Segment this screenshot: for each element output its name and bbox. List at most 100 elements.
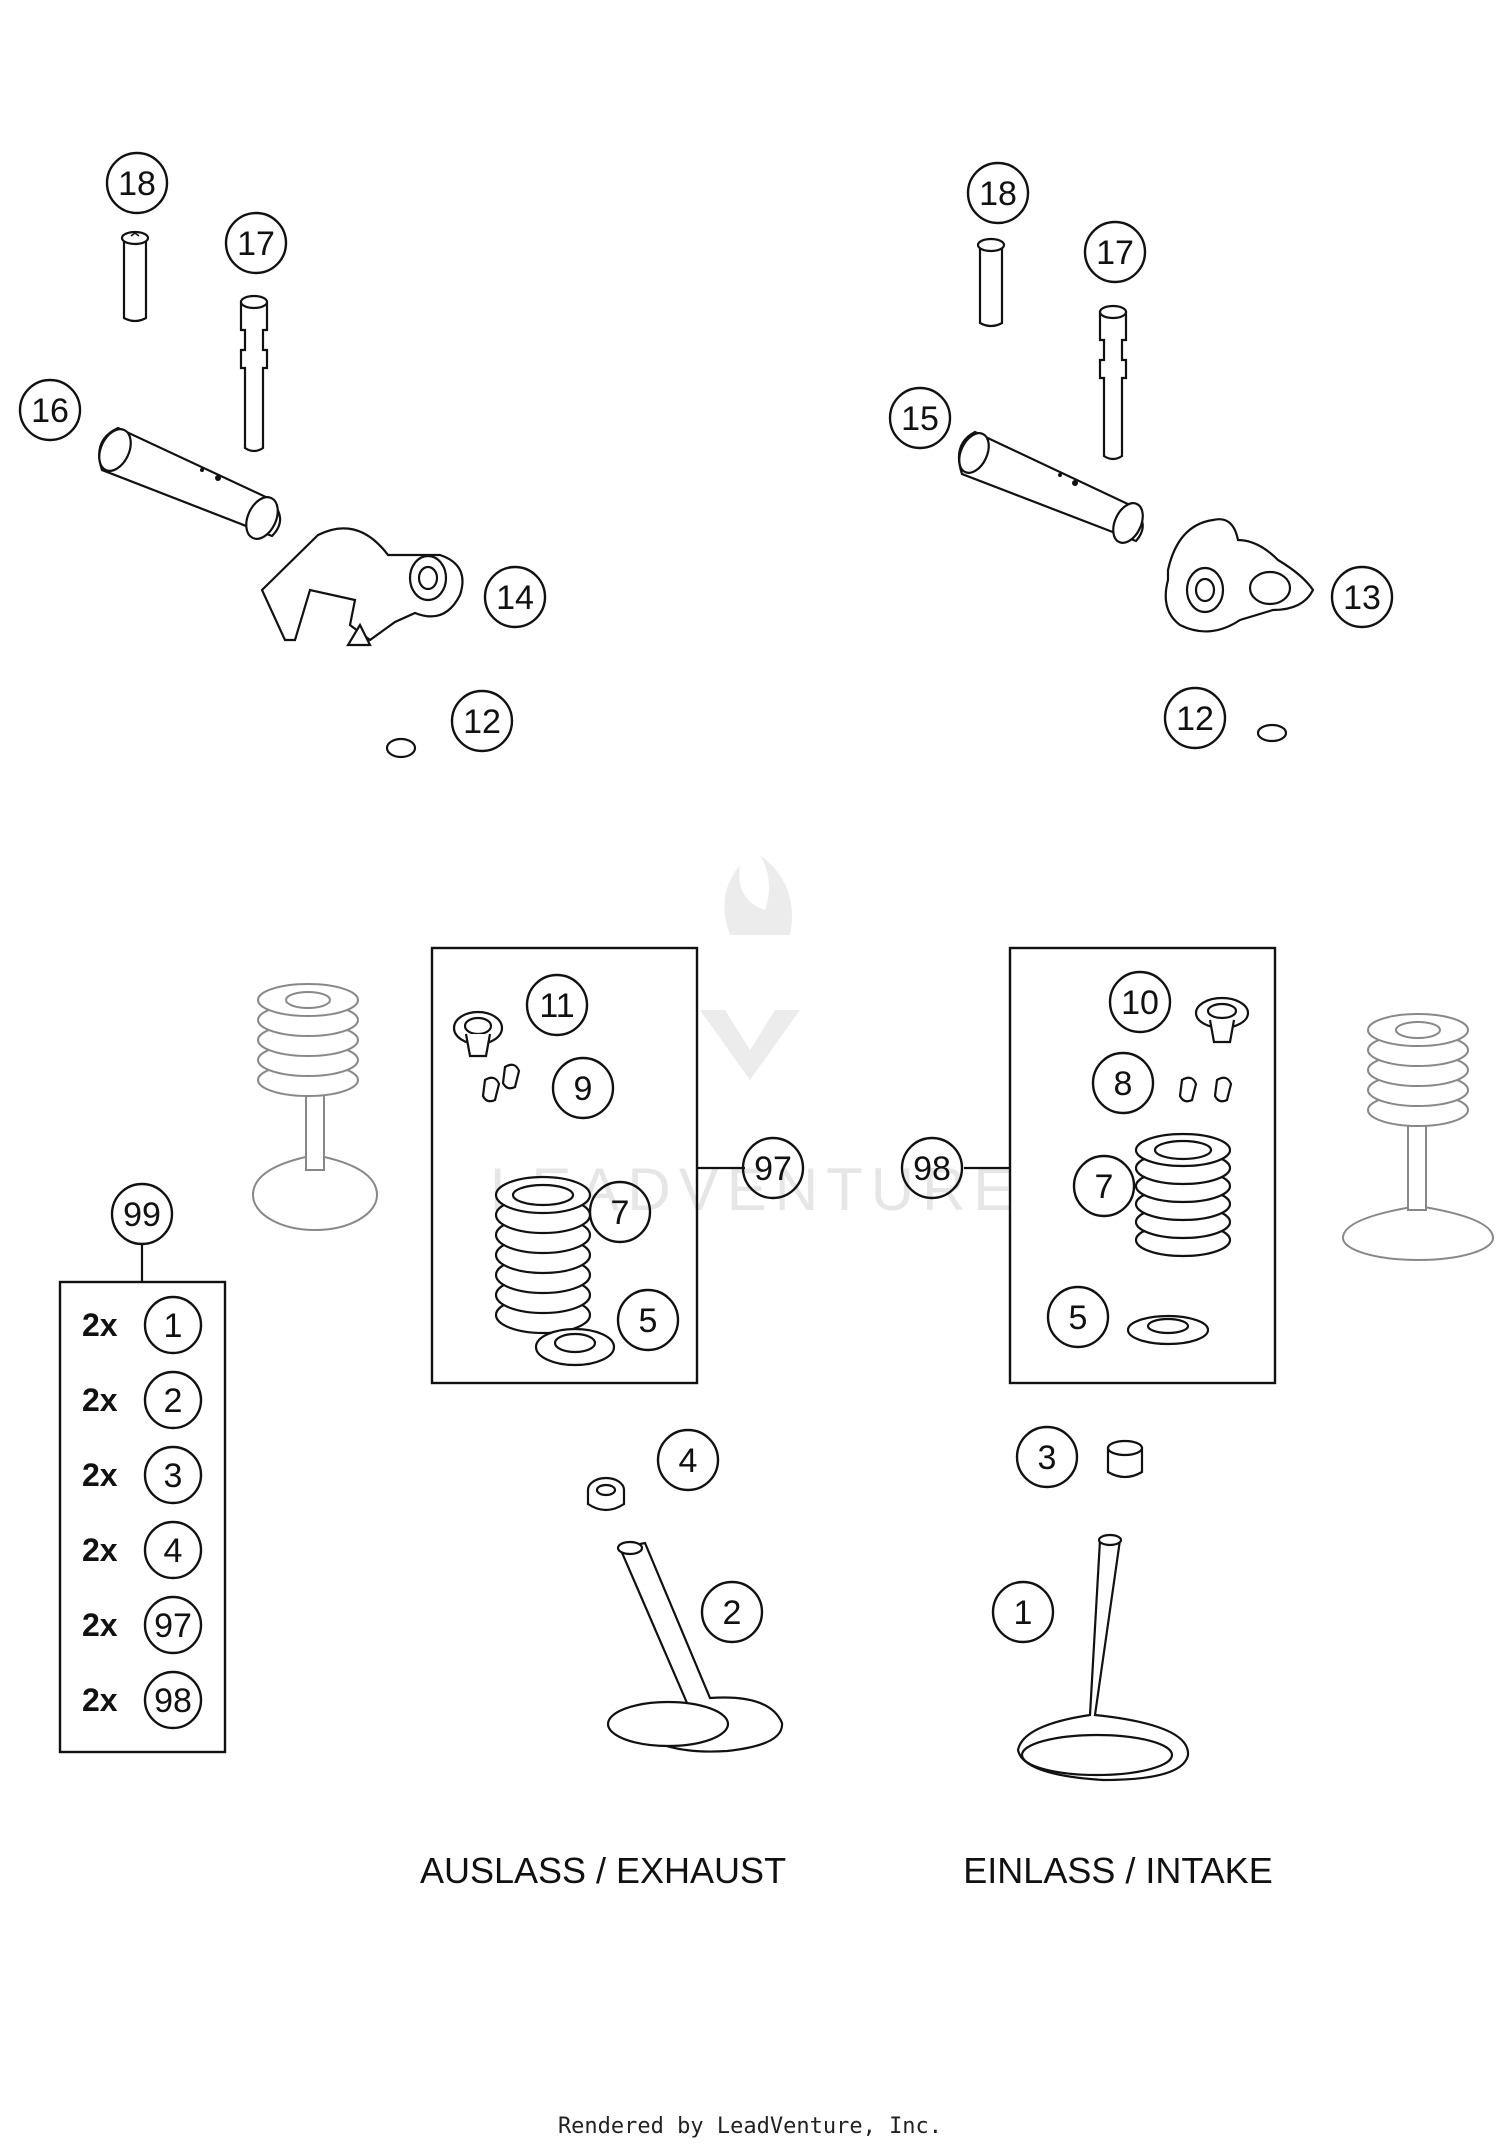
kit-qty: 2x xyxy=(82,1382,118,1418)
callout-12-right: 12 xyxy=(1163,686,1227,750)
svg-text:17: 17 xyxy=(1096,234,1134,272)
kit-qty: 2x xyxy=(82,1532,118,1568)
callout-7-intake: 7 xyxy=(1072,1154,1136,1218)
kit-list-row: 2x 97 xyxy=(82,1595,203,1655)
bolt-18-left xyxy=(120,230,150,323)
kit-list-row: 2x 98 xyxy=(82,1670,203,1730)
shim-12-right xyxy=(1256,723,1288,743)
svg-text:7: 7 xyxy=(611,1194,630,1232)
svg-text:13: 13 xyxy=(1343,579,1381,617)
kit-list-row: 2x 1 xyxy=(82,1295,203,1355)
svg-text:18: 18 xyxy=(118,165,156,203)
svg-text:98: 98 xyxy=(913,1150,951,1188)
stem-seal-3 xyxy=(1106,1439,1144,1479)
callout-18-left: 18 xyxy=(105,151,169,215)
kit-part: 1 xyxy=(164,1307,183,1345)
callouts: 18 17 16 14 12 18 17 15 13 12 11 9 7 5 9… xyxy=(18,151,1394,1644)
assembled-valve-exhaust-reference xyxy=(252,983,378,1231)
svg-text:5: 5 xyxy=(1069,1299,1088,1337)
kit-box-98 xyxy=(1008,946,1277,1385)
intake-valve-1 xyxy=(1016,1533,1190,1782)
svg-text:3: 3 xyxy=(1038,1439,1057,1477)
callout-11: 11 xyxy=(525,973,589,1037)
callout-98: 98 xyxy=(900,1136,964,1200)
rocker-arm-13 xyxy=(1164,518,1315,633)
svg-text:5: 5 xyxy=(639,1302,658,1340)
callout-13: 13 xyxy=(1330,565,1394,629)
callout-9: 9 xyxy=(551,1056,615,1120)
kit-part: 3 xyxy=(164,1457,183,1495)
callout-4: 4 xyxy=(656,1428,720,1492)
rocker-shaft-16 xyxy=(98,426,282,540)
callout-1: 1 xyxy=(991,1580,1055,1644)
stem-seal-4 xyxy=(586,1476,626,1512)
callout-14: 14 xyxy=(483,565,547,629)
svg-text:2: 2 xyxy=(723,1594,742,1632)
callout-3: 3 xyxy=(1015,1425,1079,1489)
kit-qty: 2x xyxy=(82,1457,118,1493)
kit-part: 97 xyxy=(154,1607,192,1645)
svg-text:12: 12 xyxy=(463,703,501,741)
svg-text:12: 12 xyxy=(1176,700,1214,738)
spring-seat-5-exhaust xyxy=(534,1327,616,1367)
valve-spring-7-intake xyxy=(1134,1132,1232,1258)
retainer-11 xyxy=(452,1010,504,1058)
callout-10: 10 xyxy=(1108,970,1172,1034)
callout-17-left: 17 xyxy=(224,211,288,275)
kit-qty: 2x xyxy=(82,1607,118,1643)
bolt-18-right xyxy=(976,237,1006,328)
kit-part: 2 xyxy=(164,1382,183,1420)
svg-text:10: 10 xyxy=(1121,984,1159,1022)
callout-2: 2 xyxy=(700,1580,764,1644)
callout-8: 8 xyxy=(1091,1051,1155,1115)
callout-5-intake: 5 xyxy=(1046,1285,1110,1349)
svg-text:1: 1 xyxy=(1014,1594,1033,1632)
bolt-17-right xyxy=(1098,304,1128,461)
svg-text:18: 18 xyxy=(979,175,1017,213)
kit-list: 2x 1 2x 2 2x 3 2x 4 2x 97 2x 98 xyxy=(82,1295,203,1730)
exhaust-label: AUSLASS / EXHAUST xyxy=(420,1850,786,1891)
kit-list-row: 2x 3 xyxy=(82,1445,203,1505)
callout-15: 15 xyxy=(888,386,952,450)
callout-18-right: 18 xyxy=(966,161,1030,225)
kit-list-row: 2x 2 xyxy=(82,1370,203,1430)
svg-text:17: 17 xyxy=(237,225,275,263)
exhaust-valve-2 xyxy=(606,1540,784,1753)
shim-12-left xyxy=(385,737,417,759)
kit-part: 98 xyxy=(154,1682,192,1720)
valve-spring-7-exhaust xyxy=(494,1175,592,1335)
callout-97: 97 xyxy=(741,1136,805,1200)
assembled-valve-intake-reference xyxy=(1342,1013,1494,1261)
intake-label: EINLASS / INTAKE xyxy=(963,1850,1272,1891)
spring-seat-5-intake xyxy=(1126,1314,1210,1346)
retainer-10 xyxy=(1194,996,1250,1044)
callout-5-exhaust: 5 xyxy=(616,1288,680,1352)
svg-text:14: 14 xyxy=(496,579,534,617)
kit-qty: 2x xyxy=(82,1307,118,1343)
kit-part: 4 xyxy=(164,1532,183,1570)
svg-text:8: 8 xyxy=(1114,1065,1133,1103)
valve-keepers-8 xyxy=(1178,1076,1233,1103)
callout-16: 16 xyxy=(18,378,82,442)
rocker-shaft-15 xyxy=(957,430,1144,544)
rocker-arm-14 xyxy=(260,527,464,647)
footer-credit: Rendered by LeadVenture, Inc. xyxy=(558,2114,942,2139)
valve-keepers-9 xyxy=(481,1063,521,1103)
svg-text:15: 15 xyxy=(901,400,939,438)
kit-list-row: 2x 4 xyxy=(82,1520,203,1580)
callout-99: 99 xyxy=(110,1182,174,1246)
svg-text:99: 99 xyxy=(123,1196,161,1234)
callout-12-left: 12 xyxy=(450,689,514,753)
kit-box-97 xyxy=(430,946,699,1385)
svg-text:97: 97 xyxy=(754,1150,792,1188)
svg-text:9: 9 xyxy=(574,1070,593,1108)
svg-text:4: 4 xyxy=(679,1442,698,1480)
svg-text:7: 7 xyxy=(1095,1168,1114,1206)
svg-text:11: 11 xyxy=(539,987,574,1025)
callout-17-right: 17 xyxy=(1083,220,1147,284)
svg-text:16: 16 xyxy=(31,392,69,430)
bolt-17-left xyxy=(239,294,269,453)
kit-qty: 2x xyxy=(82,1682,118,1718)
callout-7-exhaust: 7 xyxy=(588,1180,652,1244)
